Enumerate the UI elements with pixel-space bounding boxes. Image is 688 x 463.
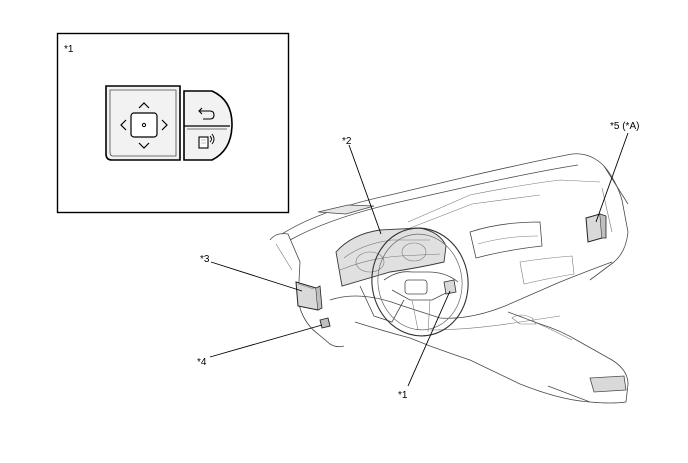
leader-lines bbox=[209, 132, 629, 387]
meter-callout: *2 bbox=[342, 136, 352, 147]
down-arrow-icon bbox=[138, 142, 150, 149]
back-icon bbox=[198, 107, 215, 120]
up-arrow-icon bbox=[138, 102, 150, 109]
inset-callout: *1 bbox=[64, 44, 74, 55]
steering-wheel bbox=[371, 227, 469, 337]
left-arrow-icon bbox=[120, 119, 127, 131]
switch-callout: *1 bbox=[398, 390, 408, 401]
dashboard-illustration bbox=[269, 153, 629, 404]
module-component bbox=[585, 213, 607, 243]
connector-callout: *4 bbox=[197, 357, 207, 368]
steering-pad-switch bbox=[105, 85, 233, 161]
center-button-icon bbox=[130, 112, 158, 138]
inset-panel: *1 bbox=[56, 32, 290, 214]
voice-icon bbox=[198, 133, 215, 149]
combination-meter bbox=[335, 227, 447, 287]
connector-component bbox=[319, 317, 331, 329]
ecu-component bbox=[295, 281, 323, 311]
ecu-callout: *3 bbox=[200, 254, 210, 265]
module-callout: *5 (*A) bbox=[610, 121, 639, 132]
right-arrow-icon bbox=[161, 119, 168, 131]
